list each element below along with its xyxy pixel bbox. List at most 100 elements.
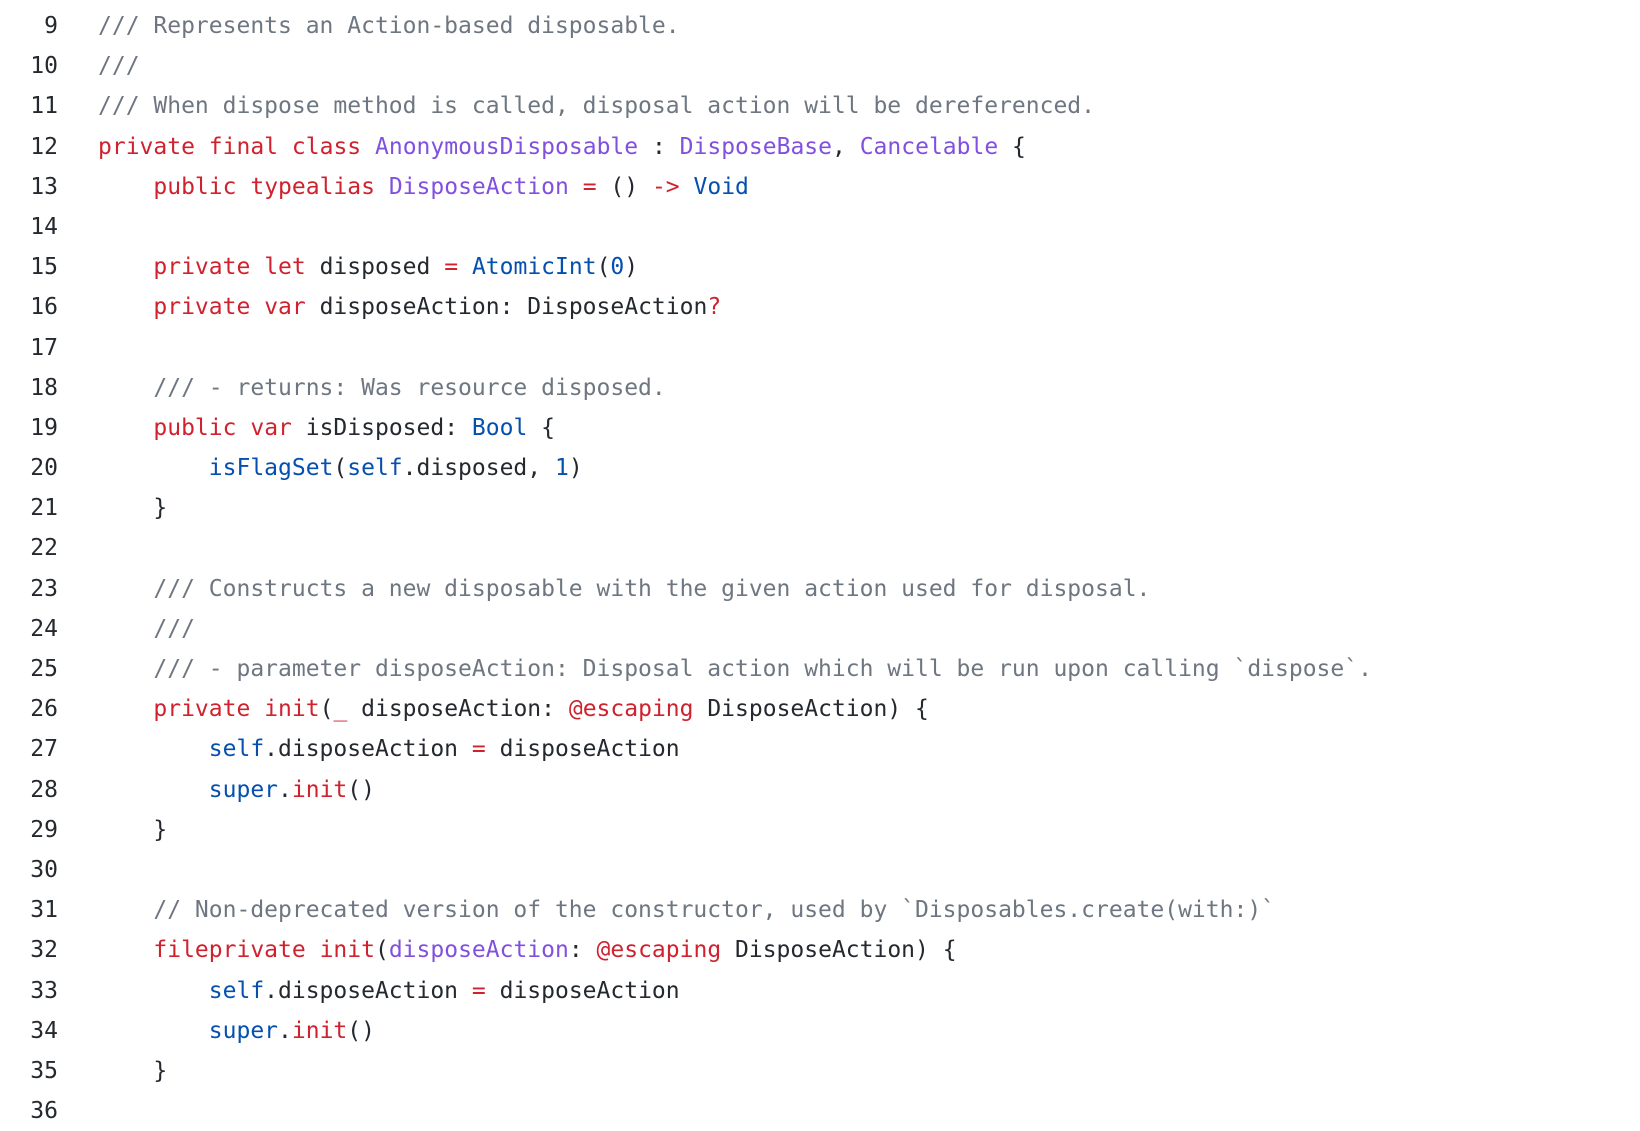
line-number[interactable]: 29 xyxy=(30,816,58,843)
code-token: DisposeAction) { xyxy=(721,937,957,964)
code-text: public typealias DisposeAction = () -> V… xyxy=(58,167,749,207)
code-token: /// Constructs a new disposable with the… xyxy=(153,575,1151,602)
code-token xyxy=(98,656,153,682)
code-token: private xyxy=(153,254,251,281)
code-line: 21 } xyxy=(0,488,1640,528)
code-text xyxy=(58,850,98,890)
code-line: 31 // Non-deprecated version of the cons… xyxy=(0,890,1640,930)
line-number[interactable]: 20 xyxy=(30,455,58,482)
code-token: @escaping xyxy=(568,696,694,723)
code-line: 17 xyxy=(0,328,1640,368)
code-line: 22 xyxy=(0,528,1640,568)
code-text xyxy=(58,528,98,568)
line-number[interactable]: 36 xyxy=(30,1098,58,1125)
code-text: private init(_ disposeAction: @escaping … xyxy=(58,689,929,729)
line-number[interactable]: 15 xyxy=(30,254,58,281)
line-number[interactable]: 12 xyxy=(30,133,58,160)
line-number[interactable]: 35 xyxy=(30,1057,58,1084)
code-token: var xyxy=(250,414,292,441)
code-line: 16 private var disposeAction: DisposeAct… xyxy=(0,287,1640,327)
code-token: init xyxy=(291,1017,348,1044)
line-number[interactable]: 10 xyxy=(30,53,58,80)
code-token: /// xyxy=(153,615,195,642)
code-token: = xyxy=(471,736,486,763)
code-token: 1 xyxy=(554,455,569,482)
line-number[interactable]: 17 xyxy=(30,334,58,361)
code-line: 18 /// - returns: Was resource disposed. xyxy=(0,368,1640,408)
code-token: } xyxy=(98,495,168,522)
line-number[interactable]: 26 xyxy=(30,696,58,723)
code-token xyxy=(278,134,292,160)
code-line: 15 private let disposed = AtomicInt(0) xyxy=(0,247,1640,287)
code-token: private xyxy=(153,696,251,723)
line-number[interactable]: 28 xyxy=(30,776,58,803)
code-token xyxy=(680,174,694,200)
code-text: /// - returns: Was resource disposed. xyxy=(58,368,666,408)
line-number[interactable]: 13 xyxy=(30,173,58,200)
code-token: DisposeBase xyxy=(679,133,832,160)
code-text: /// xyxy=(58,46,140,86)
code-token xyxy=(98,174,153,200)
code-line: 32 fileprivate init(disposeAction: @esca… xyxy=(0,930,1640,970)
line-number[interactable]: 34 xyxy=(30,1017,58,1044)
code-token xyxy=(98,254,153,280)
code-view: 9 /// Represents an Action-based disposab… xyxy=(0,6,1640,1131)
line-number[interactable]: 24 xyxy=(30,615,58,642)
line-number[interactable]: 32 xyxy=(30,937,58,964)
code-token: ( xyxy=(374,937,389,964)
code-token: Bool xyxy=(471,414,528,441)
code-line: 25 /// - parameter disposeAction: Dispos… xyxy=(0,649,1640,689)
line-number[interactable]: 21 xyxy=(30,495,58,522)
code-token: , xyxy=(832,133,860,160)
code-token xyxy=(98,897,153,923)
code-line: 33 self.disposeAction = disposeAction xyxy=(0,971,1640,1011)
line-number[interactable]: 11 xyxy=(30,93,58,120)
code-token: = xyxy=(444,254,459,281)
code-line: 14 xyxy=(0,207,1640,247)
line-number[interactable]: 25 xyxy=(30,656,58,682)
code-token: self xyxy=(208,736,265,763)
code-token xyxy=(250,254,264,280)
line-number[interactable]: 22 xyxy=(30,535,58,562)
line-number[interactable]: 27 xyxy=(30,736,58,763)
code-token: ) xyxy=(624,254,639,281)
code-line: 30 xyxy=(0,850,1640,890)
code-token xyxy=(98,978,209,1004)
code-token: private xyxy=(153,294,251,321)
code-token: /// Represents an Action-based disposabl… xyxy=(98,13,680,39)
code-token: class xyxy=(291,133,362,160)
code-line: 10/// xyxy=(0,46,1640,86)
line-number[interactable]: 14 xyxy=(30,213,58,240)
code-token: .disposed, xyxy=(402,455,555,482)
code-token xyxy=(98,1018,209,1044)
line-number[interactable]: 16 xyxy=(30,294,58,321)
line-number[interactable]: 9 xyxy=(44,13,58,39)
line-number[interactable]: 31 xyxy=(30,897,58,924)
code-text: private final class AnonymousDisposable … xyxy=(58,127,1026,167)
code-token: ? xyxy=(707,294,722,321)
code-token xyxy=(250,696,264,722)
code-text: private let disposed = AtomicInt(0) xyxy=(58,247,638,287)
code-token xyxy=(306,937,320,963)
code-text: self.disposeAction = disposeAction xyxy=(58,971,680,1011)
code-text: /// - parameter disposeAction: Disposal … xyxy=(58,649,1372,689)
code-token: Void xyxy=(693,173,749,200)
code-token: disposeAction: xyxy=(347,696,569,723)
line-number[interactable]: 19 xyxy=(30,414,58,441)
code-token xyxy=(98,616,153,642)
code-token: -> xyxy=(651,173,680,200)
line-number[interactable]: 18 xyxy=(30,374,58,401)
line-number[interactable]: 30 xyxy=(30,856,58,883)
code-text: self.disposeAction = disposeAction xyxy=(58,729,680,769)
code-token: init xyxy=(319,937,375,964)
code-token xyxy=(375,174,389,200)
line-number[interactable]: 23 xyxy=(30,575,58,602)
code-token xyxy=(98,937,153,963)
code-token: 0 xyxy=(610,254,625,281)
code-token: disposeAction xyxy=(388,937,569,964)
line-number[interactable]: 33 xyxy=(30,977,58,1004)
code-token: _ xyxy=(333,696,348,723)
code-token: /// - returns: Was resource disposed. xyxy=(153,374,666,401)
code-line: 13 public typealias DisposeAction = () -… xyxy=(0,167,1640,207)
